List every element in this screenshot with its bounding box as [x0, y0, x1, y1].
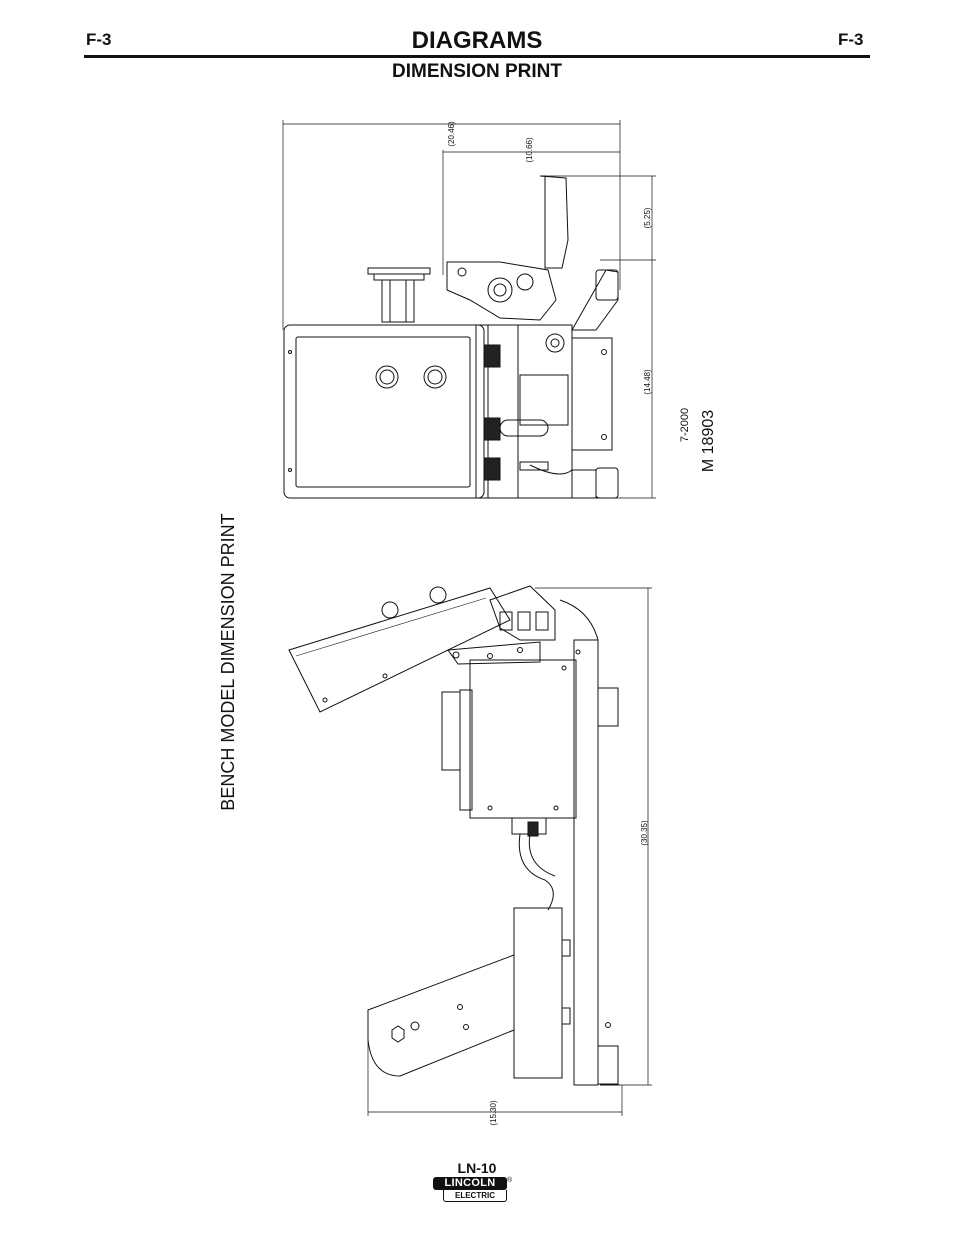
top-view: [282, 120, 656, 499]
header-rule: [84, 55, 870, 58]
side-view: [288, 585, 652, 1116]
dim-right-lower: (14.48): [643, 369, 652, 395]
drawing-date: 7-2000: [679, 408, 691, 442]
dim-overall-top: (20.46): [447, 121, 456, 147]
page-subtitle: DIMENSION PRINT: [392, 61, 562, 82]
page-code-right: F-3: [838, 30, 864, 49]
model-number: LN-10: [457, 1160, 497, 1176]
dim-arm-top: (10.66): [525, 137, 534, 163]
logo-brand-top: LINCOLN: [433, 1177, 507, 1190]
side-title: BENCH MODEL DIMENSION PRINT: [218, 513, 238, 810]
dim-side-height: (30.35): [640, 820, 649, 846]
drawing-number: M 18903: [700, 410, 717, 472]
registered-mark: ®: [507, 1177, 513, 1184]
lincoln-electric-logo: LINCOLN ELECTRIC ®: [433, 1177, 513, 1205]
dim-bottom-width: (15.30): [489, 1100, 498, 1126]
logo-brand-bottom: ELECTRIC: [443, 1190, 507, 1202]
page-code-left: F-3: [86, 30, 112, 49]
page-title: DIAGRAMS: [411, 27, 543, 54]
dim-right-upper: (5.25): [643, 207, 652, 228]
